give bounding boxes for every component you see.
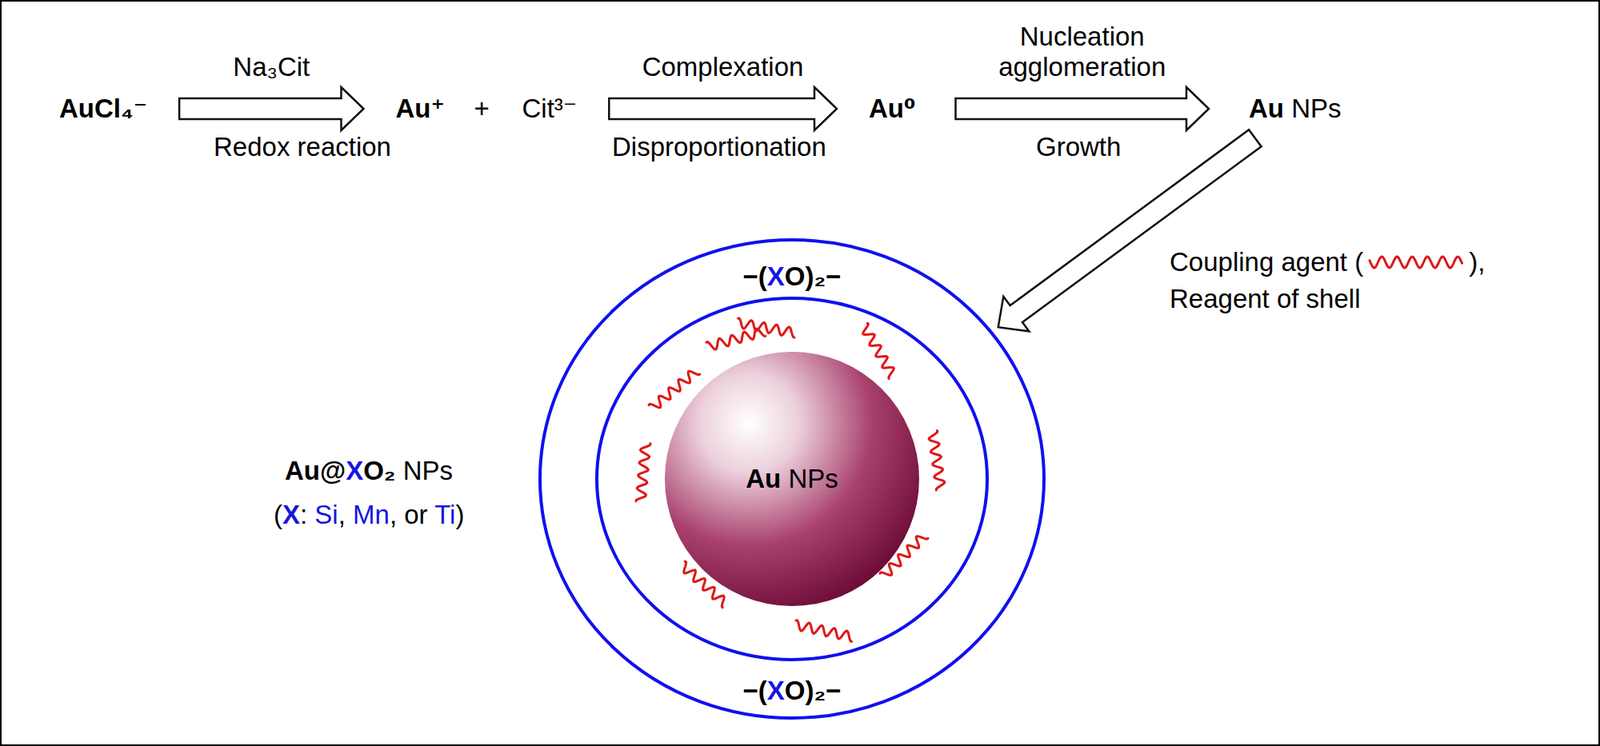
text-run: Cit³⁻	[522, 93, 578, 124]
node-text: Au NPs	[1248, 93, 1342, 124]
text-run: X	[767, 261, 785, 292]
text-run: −(	[743, 676, 768, 706]
text-run: NPs	[1284, 93, 1342, 124]
node-text: Cit³⁻	[522, 93, 578, 124]
text-run: O)₂−	[784, 676, 842, 706]
annotation-label: Au@XO₂ NPs	[284, 456, 453, 487]
text-run: Redox reaction	[213, 132, 392, 162]
text-run: Reagent of shell	[1169, 284, 1361, 314]
text-run: :	[300, 500, 315, 530]
annotation-label: Disproportionation	[612, 132, 827, 163]
edge-label: Na₃Cit	[232, 52, 310, 83]
annotation-label: (X: Si, Mn, or Ti)	[273, 500, 464, 531]
coupling-agent-chain	[928, 431, 946, 491]
text-run: Au@	[284, 456, 346, 486]
annotation-label: Growth	[1036, 132, 1121, 163]
coupling-agent-chain	[859, 323, 897, 380]
text-run: O₂	[363, 456, 396, 486]
text-run: Growth	[1036, 132, 1121, 162]
text-run: Ti	[434, 500, 456, 530]
text-run: ,	[338, 500, 353, 530]
text-run: (	[273, 500, 283, 530]
node-text: Au NPs	[745, 464, 839, 495]
text-run: NPs	[396, 456, 454, 486]
species-label: AuCl₄⁻	[59, 93, 148, 124]
coupling-agent-chain	[736, 318, 796, 339]
text-run: Na₃Cit	[232, 52, 310, 82]
text-run: X	[767, 676, 785, 706]
inner-shell	[596, 298, 988, 660]
gold-sphere	[664, 352, 920, 607]
text-run: X	[282, 500, 300, 530]
block-arrow	[956, 87, 1210, 131]
annotation-label: Coupling agent (	[1169, 247, 1364, 278]
coupling-agent-symbol	[1366, 250, 1466, 275]
annotation-label: Redox reaction	[213, 132, 392, 163]
text-run: X	[345, 456, 364, 486]
text-run: −(	[743, 261, 768, 292]
node-text: −(XO)₂−	[743, 676, 842, 707]
text-run: Mn	[352, 500, 390, 530]
node-text: Au⁰	[868, 93, 916, 124]
text-run: Au⁰	[868, 93, 916, 124]
text-run: NPs	[780, 464, 839, 494]
node-text: Au⁺	[396, 93, 445, 124]
block-arrow	[608, 87, 837, 131]
coupling-agent-chain	[636, 443, 651, 503]
species-label: Au⁺	[396, 93, 445, 124]
gold-core: Au NPs	[664, 351, 920, 608]
text-run: Au⁺	[396, 93, 445, 124]
text-run: Au	[745, 464, 781, 494]
outer-shell	[540, 240, 1044, 719]
coupling-agent-chain	[794, 620, 854, 642]
node-text: −(XO)₂−	[743, 261, 842, 292]
text-run: Nucleation agglomeration	[998, 21, 1166, 82]
edge-label: Nucleation agglomeration	[962, 21, 1203, 83]
coupling-agent-chain	[706, 327, 766, 352]
block-arrow	[179, 87, 364, 131]
species-label: Au NPs	[1248, 93, 1342, 124]
species-label: Cit³⁻	[522, 93, 578, 124]
coupling-agent-chain	[1369, 256, 1463, 268]
text-run: , or	[389, 500, 435, 530]
annotation-label: +	[474, 93, 490, 124]
text-run: O)₂−	[784, 261, 842, 292]
edge-label: Complexation	[642, 52, 804, 83]
text-run: ),	[1468, 247, 1485, 277]
annotation-label: ),	[1468, 247, 1485, 278]
coupling-agent-row: Coupling agent (),	[1169, 247, 1485, 278]
text-run: )	[455, 500, 464, 530]
text-run: Coupling agent (	[1169, 247, 1364, 277]
node-text: AuCl₄⁻	[59, 93, 148, 124]
text-run: +	[474, 93, 490, 124]
text-run: Complexation	[642, 52, 804, 82]
shell-ring: −(XO)₂−−(XO)₂−Au NPs	[537, 237, 1047, 721]
annotation-label: Reagent of shell	[1169, 284, 1361, 315]
text-run: Au	[1248, 93, 1284, 124]
text-run: AuCl₄⁻	[59, 93, 148, 124]
text-run: Si	[314, 500, 338, 530]
text-run: Disproportionation	[612, 132, 827, 162]
species-label: Au⁰	[868, 93, 916, 124]
